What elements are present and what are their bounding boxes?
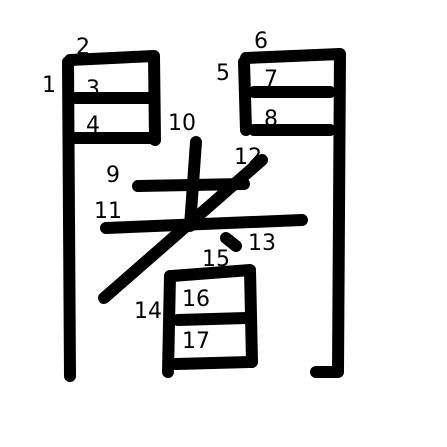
stroke-number-9: 9 bbox=[106, 163, 120, 188]
stroke-number-3: 3 bbox=[86, 77, 100, 102]
stroke-12 bbox=[98, 154, 268, 304]
stroke-number-7: 7 bbox=[264, 67, 278, 92]
stroke-2 bbox=[64, 50, 161, 146]
stroke-number-labels: 1 2 3 4 5 6 7 8 9 10 11 12 13 14 15 16 1… bbox=[42, 29, 278, 354]
stroke-17 bbox=[170, 356, 256, 370]
character-strokes bbox=[62, 48, 346, 382]
stroke-1 bbox=[62, 56, 76, 382]
stroke-number-15: 15 bbox=[202, 247, 230, 272]
stroke-number-2: 2 bbox=[76, 35, 90, 60]
stroke-number-8: 8 bbox=[264, 107, 278, 132]
stroke-11 bbox=[100, 214, 308, 234]
stroke-13 bbox=[220, 232, 242, 252]
stroke-16 bbox=[172, 312, 252, 326]
stroke-number-16: 16 bbox=[182, 287, 210, 312]
stroke-number-5: 5 bbox=[216, 61, 230, 86]
stroke-5 bbox=[238, 56, 252, 136]
stroke-10 bbox=[184, 136, 202, 232]
stroke-number-10: 10 bbox=[168, 111, 196, 136]
stroke-15 bbox=[166, 264, 258, 368]
stroke-6 bbox=[240, 48, 346, 378]
stroke-number-14: 14 bbox=[134, 299, 162, 324]
stroke-number-13: 13 bbox=[248, 231, 276, 256]
stroke-number-17: 17 bbox=[182, 329, 210, 354]
stroke-number-11: 11 bbox=[94, 199, 122, 224]
stroke-number-1: 1 bbox=[42, 73, 56, 98]
stroke-number-4: 4 bbox=[86, 113, 100, 138]
stroke-number-12: 12 bbox=[234, 145, 262, 170]
stroke-14 bbox=[162, 270, 176, 378]
stroke-number-6: 6 bbox=[254, 29, 268, 54]
